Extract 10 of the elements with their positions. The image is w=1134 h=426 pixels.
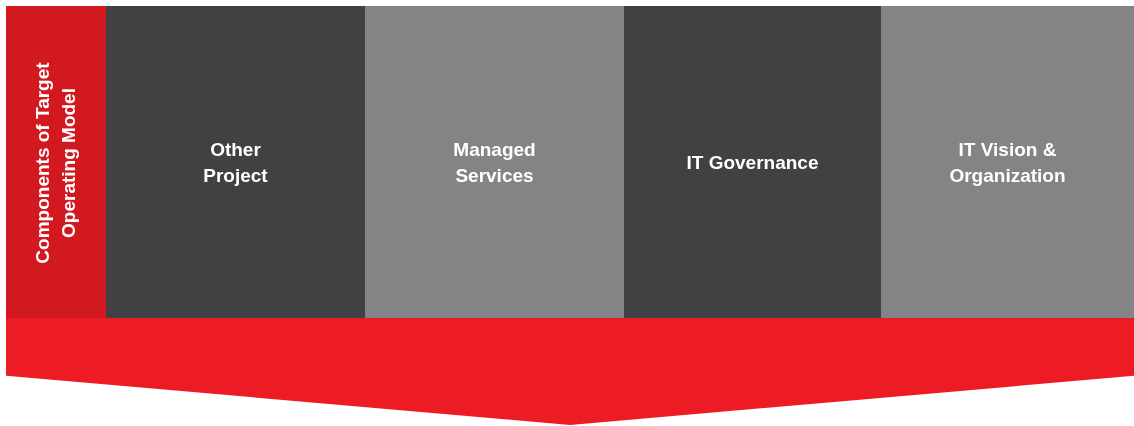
component-panel	[106, 6, 365, 320]
component-panel	[881, 6, 1134, 320]
vertical-heading: Components of Target Operating Model	[31, 61, 80, 266]
panel-label: Managed Services	[452, 138, 537, 188]
component-panel	[365, 6, 624, 320]
panel-label: IT Governance	[686, 151, 819, 175]
title-band	[6, 6, 106, 320]
panel-label: Other Project	[202, 138, 269, 188]
component-panel	[624, 6, 881, 320]
panel-label: IT Vision & Organization	[948, 138, 1067, 188]
